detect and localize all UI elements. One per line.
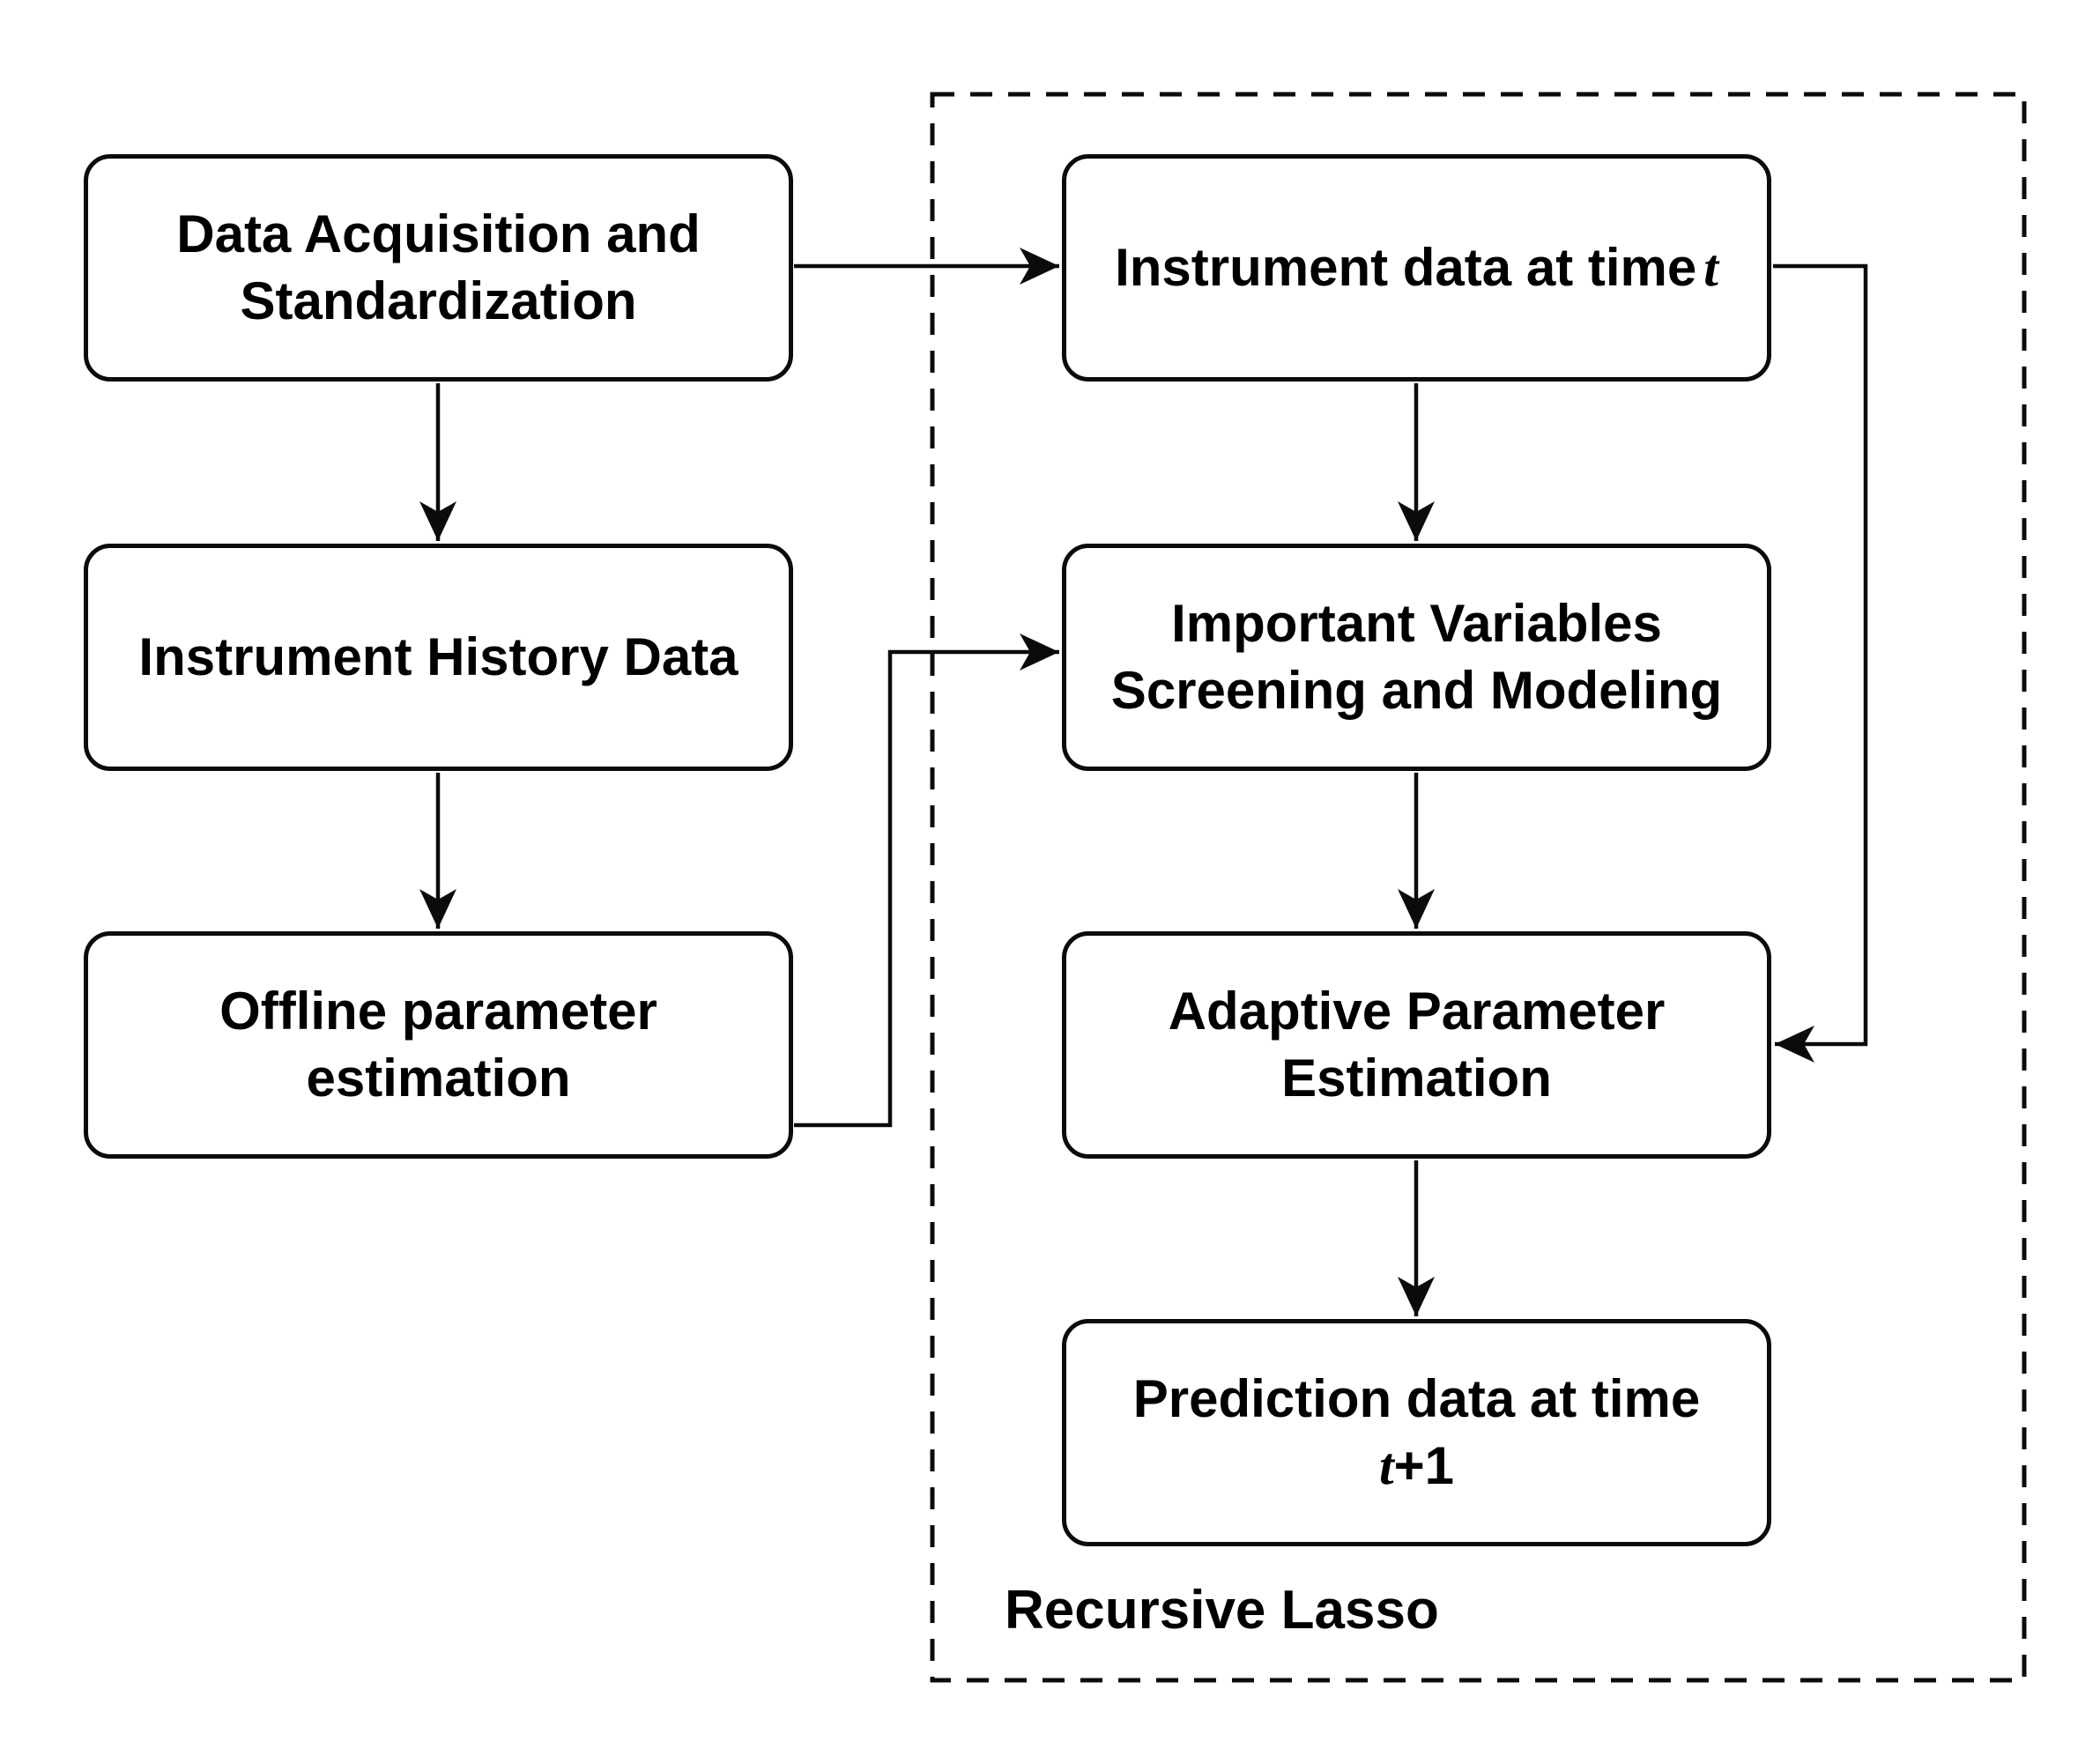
node-adaptive-estimation: Adaptive Parameter Estimation [1062, 931, 1771, 1159]
label-line1: Prediction data at time [1132, 1368, 1701, 1428]
label-line1: Offline parameter [219, 981, 657, 1041]
node-prediction-data: Prediction data at time t+1 [1062, 1319, 1771, 1546]
node-offline-estimation: Offline parameter estimation [84, 931, 793, 1159]
node-label: Important Variables Screening and Modeli… [1111, 590, 1722, 724]
label-line2: Estimation [1281, 1048, 1552, 1108]
label-line1: Data Acquisition and [176, 204, 701, 263]
node-variables-screening: Important Variables Screening and Modeli… [1062, 544, 1771, 771]
edge-instrument-data-to-adaptive-estimation-feedback [1773, 263, 1868, 1063]
label-line1: Adaptive Parameter [1168, 981, 1666, 1041]
node-instrument-history: Instrument History Data [84, 544, 793, 771]
label-line2: Screening and Modeling [1110, 661, 1723, 720]
node-data-acquisition: Data Acquisition and Standardization [84, 154, 793, 382]
label-time-variable: t [1703, 238, 1718, 297]
label-prefix: Instrument data at time [1115, 237, 1697, 297]
edge-offline-estimation-to-variables-screening [794, 633, 1059, 1128]
label-line2: Standardization [240, 271, 637, 330]
recursive-lasso-container-border [930, 92, 2027, 1683]
label-line1: Important Variables [1171, 593, 1662, 653]
node-label: Adaptive Parameter Estimation [1169, 978, 1666, 1112]
label-suffix: +1 [1393, 1436, 1455, 1495]
node-label: Instrument History Data [138, 624, 738, 691]
label-line1: Instrument History Data [138, 626, 738, 686]
node-label: Offline parameter estimation [219, 978, 657, 1112]
node-label: Prediction data at time t+1 [1133, 1366, 1700, 1500]
node-label: Data Acquisition and Standardization [176, 201, 701, 335]
label-time-variable: t [1378, 1437, 1394, 1495]
label-line2: estimation [306, 1048, 571, 1108]
recursive-lasso-label: Recursive Lasso [1005, 1580, 1439, 1641]
